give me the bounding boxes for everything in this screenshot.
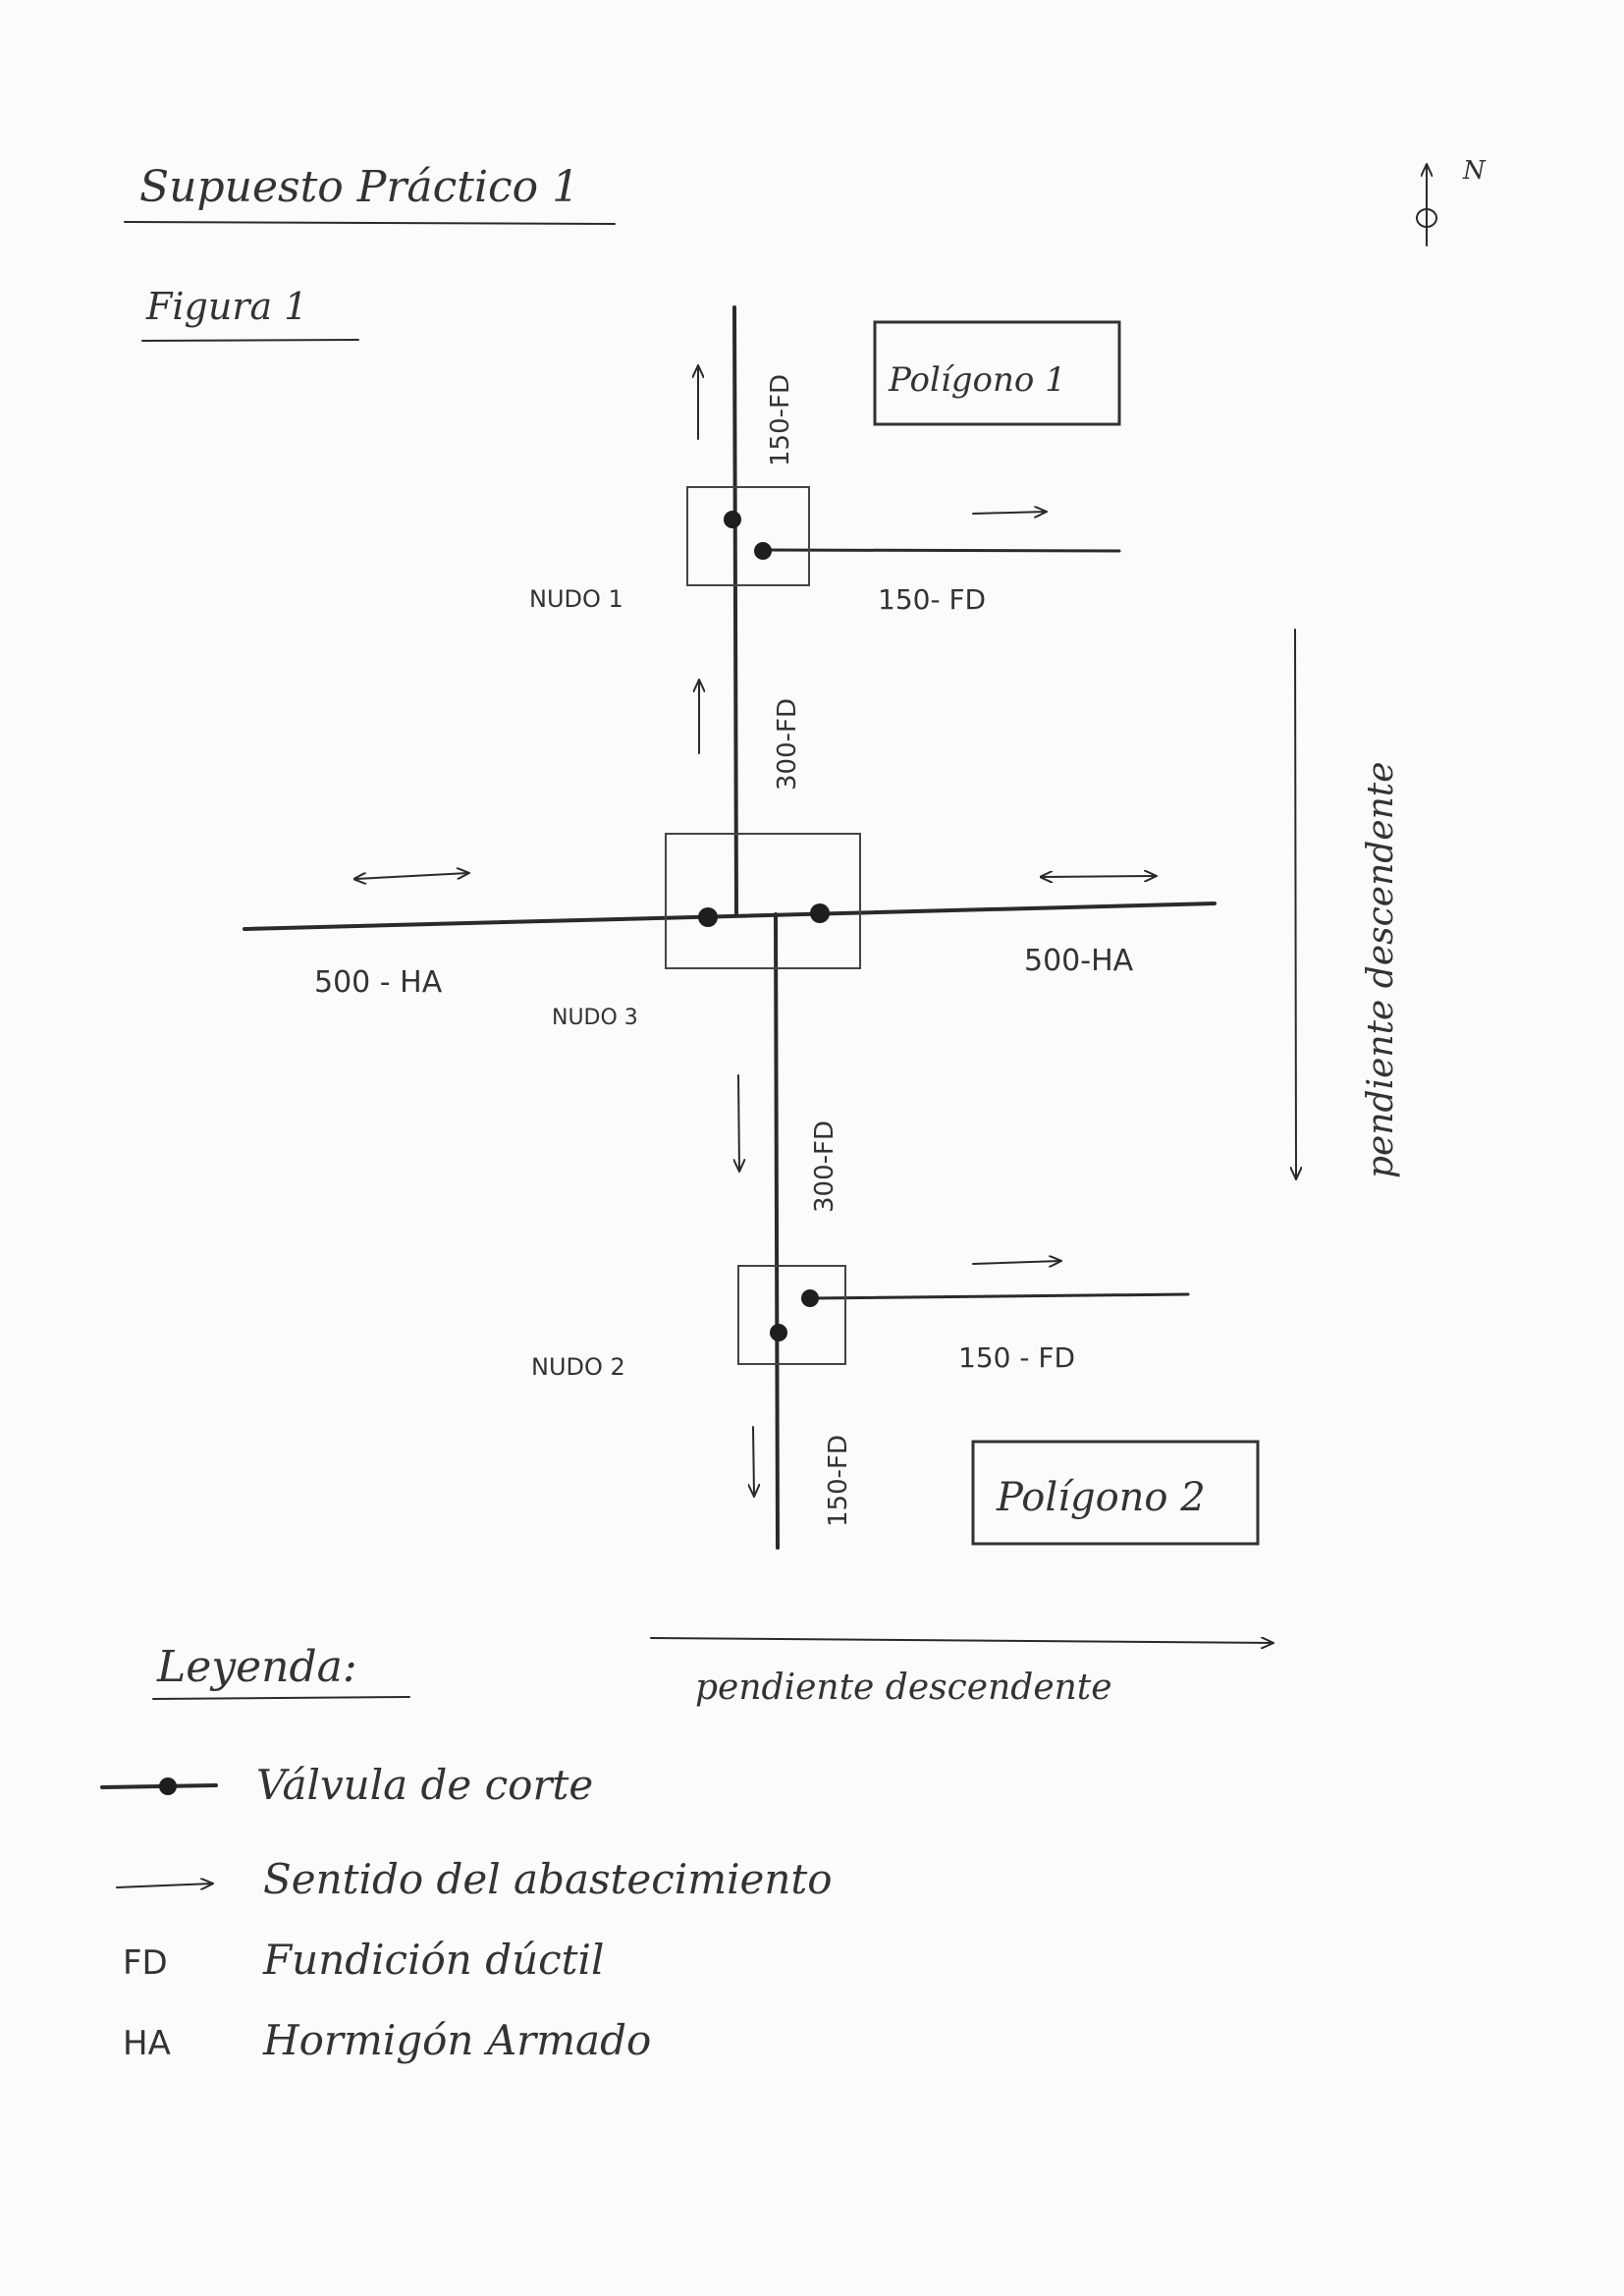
polygon-1-label: Polígono 1 (888, 360, 1066, 400)
pipe-north-vertical (732, 305, 738, 916)
slope-vertical-label: pendiente descendente (1361, 761, 1401, 1178)
legend-label: Sentido del abastecimiento (263, 1855, 833, 1903)
legend-symbol: FD (123, 1943, 168, 1983)
nodo3-box (665, 833, 861, 969)
north-label: N (1462, 156, 1487, 186)
slope-horizontal-arrow (650, 1638, 1272, 1643)
label-north-vertical: 150-FD (766, 374, 795, 466)
label-nodo1-branch: 150- FD (878, 583, 986, 616)
legend-item-valve: Válvula de corte (100, 1761, 593, 1809)
polygon-1-box (873, 320, 1121, 426)
figure-underline (141, 339, 359, 342)
arrow-right-icon (116, 1884, 212, 1887)
double-arrow-icon (355, 873, 468, 879)
valve-icon (801, 1289, 819, 1307)
valve-icon (724, 511, 741, 528)
label-south-vertical: 150-FD (824, 1435, 853, 1527)
arrow-down-icon (738, 1074, 739, 1171)
north-arrow-icon (1416, 165, 1437, 246)
label-lower-main: 300-FD (810, 1121, 839, 1213)
legend-symbol: HA (123, 2024, 171, 2063)
double-arrow-icon (1042, 876, 1156, 877)
slope-vertical-arrow (1295, 629, 1296, 1178)
legend-label: Fundición dúctil (262, 1936, 604, 1984)
polygon-2-box (971, 1440, 1260, 1546)
nodo2-label: NUDO 2 (531, 1353, 625, 1381)
legend-label: Válvula de corte (256, 1761, 593, 1809)
slope-horizontal-label: pendiente descendente (695, 1667, 1112, 1708)
label-west-main: 500 - HA (314, 965, 443, 1000)
valves (698, 511, 830, 1341)
nodo1-box (686, 486, 810, 586)
valve-icon (698, 907, 718, 927)
arrow-right-icon (972, 1261, 1060, 1264)
arrow-right-icon (972, 512, 1046, 514)
label-upper-main: 300-FD (773, 698, 802, 791)
flow-arrows (355, 366, 1156, 1496)
arrow-down-icon (753, 1426, 754, 1496)
legend-title: Leyenda: (156, 1642, 357, 1692)
valve-icon (754, 542, 772, 560)
title-underline (124, 221, 616, 225)
pipe-nodo2-branch (807, 1292, 1190, 1300)
legend-item-ha: HA Hormigón Armado (123, 2016, 651, 2064)
pipe-east-west-main (243, 902, 1217, 931)
nodo2-box (737, 1265, 846, 1365)
label-nodo2-branch: 150 - FD (958, 1341, 1075, 1374)
legend-item-fd: FD Fundición dúctil (123, 1936, 604, 1984)
valve-icon (770, 1324, 787, 1341)
figure-label: Figura 1 (145, 285, 307, 328)
legend-underline (152, 1696, 410, 1700)
nodo3-label: NUDO 3 (552, 1006, 638, 1030)
polygon-2-label: Polígono 2 (996, 1475, 1206, 1520)
label-east-main: 500-HA (1024, 944, 1134, 978)
pipe-south-vertical (774, 912, 780, 1550)
pipe-nodo1-branch (759, 548, 1121, 553)
valve-icon (159, 1777, 177, 1795)
page-title: Supuesto Práctico 1 (139, 162, 579, 212)
valve-icon (810, 903, 830, 923)
legend-item-arrow: Sentido del abastecimiento (116, 1855, 833, 1903)
legend-label: Hormigón Armado (262, 2016, 651, 2064)
nodo1-label: NUDO 1 (529, 585, 623, 613)
